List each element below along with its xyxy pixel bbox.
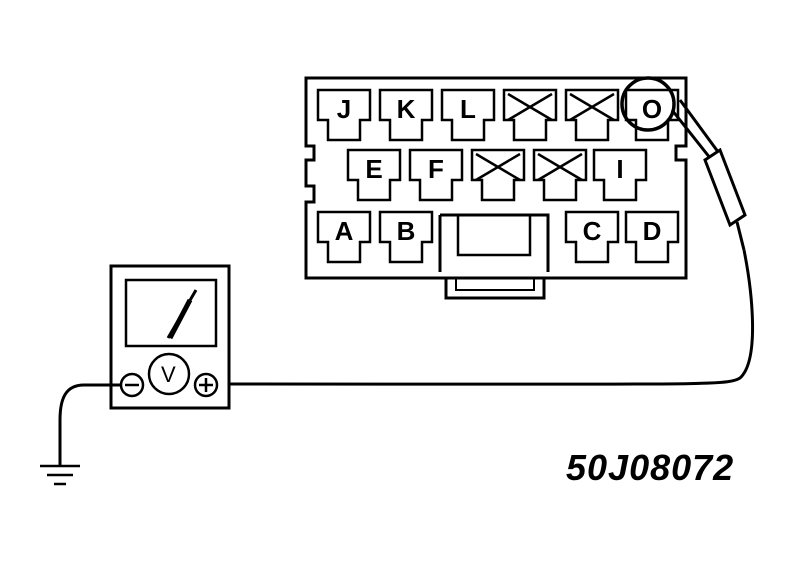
blank-cavity-cross-icon (475, 152, 521, 182)
terminal-label: L (460, 94, 476, 124)
probe-lead-wire (221, 249, 754, 386)
test-probe (620, 76, 747, 251)
probe-contact-ring (620, 76, 676, 132)
terminal-k-outline (378, 88, 434, 142)
voltmeter-icon (147, 352, 191, 396)
terminal-k: K (378, 88, 434, 142)
blank-cavity-cross-icon (537, 152, 583, 182)
connector-terminals: J K L O E F I A B C D (316, 88, 680, 264)
terminal-e: E (346, 148, 402, 202)
terminal-label: E (365, 154, 382, 184)
ground-lead-wire (58, 383, 121, 466)
terminal-empty-2-outline (564, 88, 620, 142)
terminal-label: A (335, 216, 354, 246)
terminal-label: C (583, 216, 602, 246)
positive-terminal-icon (193, 372, 219, 398)
terminal-d-outline (624, 210, 680, 264)
ground-icon (40, 464, 80, 486)
terminal-empty-1-outline (502, 88, 558, 142)
terminal-i-outline (592, 148, 648, 202)
terminal-label: I (616, 154, 623, 184)
terminal-d: D (624, 210, 680, 264)
terminal-label: B (397, 216, 416, 246)
terminal-label: J (337, 94, 351, 124)
terminal-l: L (440, 88, 496, 142)
terminal-c-outline (564, 210, 620, 264)
connector-housing (304, 76, 688, 300)
terminal-f-outline (408, 148, 464, 202)
terminal-l-outline (440, 88, 496, 142)
terminal-empty-3-outline (470, 148, 526, 202)
terminal-b: B (378, 210, 434, 264)
terminal-e-outline (346, 148, 402, 202)
terminal-empty-3 (470, 148, 526, 202)
terminal-f: F (408, 148, 464, 202)
voltmeter-symbol: V (161, 362, 176, 387)
terminal-j: J (316, 88, 372, 142)
blank-cavity-cross-icon (569, 92, 615, 122)
terminal-label: K (397, 94, 416, 124)
terminal-empty-2 (564, 88, 620, 142)
terminal-label: O (642, 94, 662, 124)
terminal-i: I (592, 148, 648, 202)
terminal-b-outline (378, 210, 434, 264)
blank-cavity-cross-icon (507, 92, 553, 122)
figure-code: 50J08072 (566, 447, 735, 488)
terminal-label: D (643, 216, 662, 246)
terminal-empty-4-outline (532, 148, 588, 202)
terminal-empty-4 (532, 148, 588, 202)
terminal-j-outline (316, 88, 372, 142)
terminal-a: A (316, 210, 372, 264)
voltmeter (109, 264, 231, 410)
terminal-label: F (428, 154, 444, 184)
terminal-c: C (564, 210, 620, 264)
meter-dial-window (124, 278, 218, 348)
terminal-a-outline (316, 210, 372, 264)
terminal-empty-1 (502, 88, 558, 142)
